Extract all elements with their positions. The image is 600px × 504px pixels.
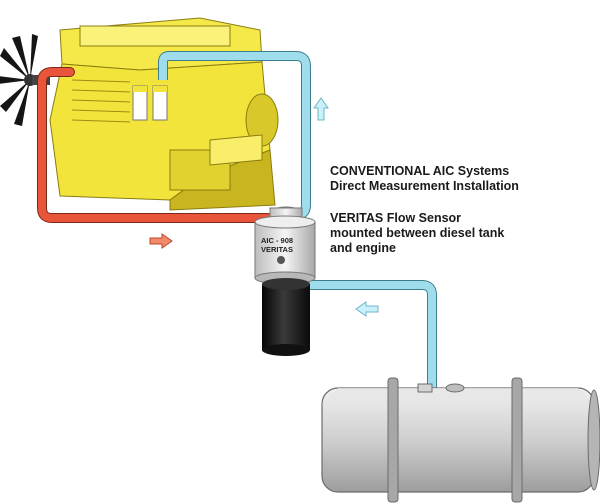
caption-veritas-line3: and engine bbox=[330, 241, 396, 255]
caption-veritas-line2: mounted between diesel tank bbox=[330, 226, 505, 240]
fuel-filter-canister bbox=[262, 278, 310, 356]
supply-fuel-line-engine-fill bbox=[159, 52, 310, 219]
cooling-fan bbox=[0, 34, 50, 126]
engine-mount bbox=[209, 134, 263, 166]
tank-straps bbox=[387, 377, 523, 503]
return-fuel-line-fill bbox=[38, 68, 272, 222]
diesel-tank bbox=[321, 377, 600, 503]
caption-veritas-line1: VERITAS Flow Sensor bbox=[330, 211, 462, 225]
caption-veritas: VERITAS Flow Sensor mounted between dies… bbox=[330, 211, 504, 256]
engine bbox=[49, 17, 279, 211]
sensor-logo-icon bbox=[277, 256, 285, 264]
sensor-brand-label: VERITAS bbox=[261, 245, 293, 254]
supply-fuel-line-tank-fill bbox=[290, 281, 436, 392]
caption-conventional-line1: CONVENTIONAL AIC Systems bbox=[330, 164, 510, 178]
flow-arrow-right-icon bbox=[149, 233, 173, 249]
sensor-model-label: AIC - 908 bbox=[260, 236, 294, 245]
caption-conventional-line2: Direct Measurement Installation bbox=[330, 179, 519, 193]
caption-conventional: CONVENTIONAL AIC Systems Direct Measurem… bbox=[330, 164, 519, 194]
veritas-flow-sensor bbox=[254, 206, 316, 285]
supply-fuel-line-tank bbox=[290, 280, 437, 392]
fuel-filter-pair bbox=[132, 85, 168, 121]
flow-arrow-left-icon bbox=[355, 301, 379, 317]
engine-rocker-cover bbox=[79, 25, 231, 47]
flow-arrow-up-icon bbox=[313, 97, 329, 121]
engine-ribs bbox=[71, 79, 131, 123]
tank-filler-cap bbox=[445, 383, 465, 393]
